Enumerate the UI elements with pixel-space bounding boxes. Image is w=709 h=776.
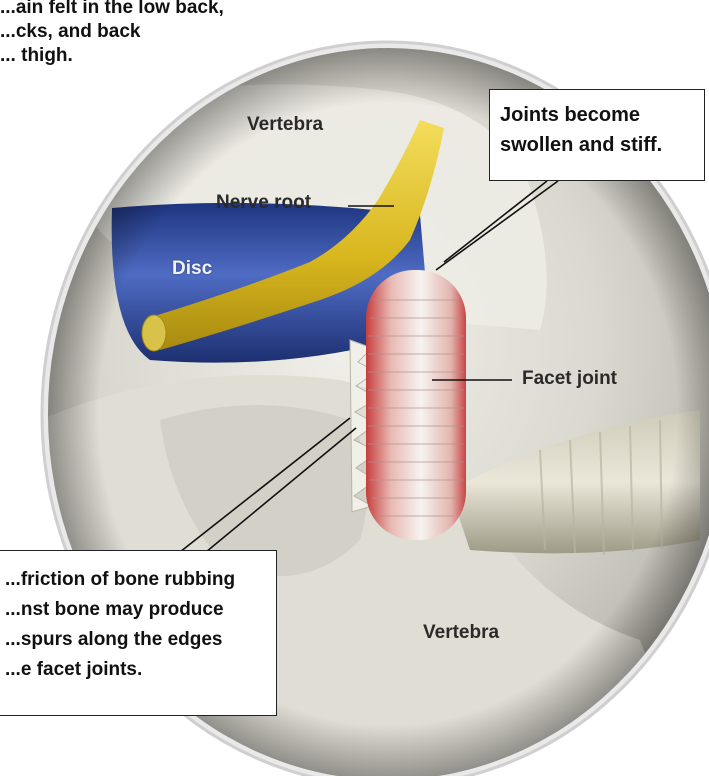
label-facet-joint: Facet joint xyxy=(522,368,617,390)
label-vertebra-bottom: Vertebra xyxy=(423,622,499,644)
header-note: ...ain felt in the low back, ...cks, and… xyxy=(0,0,240,68)
callout-bone-spurs: ...friction of bone rubbing ...nst bone … xyxy=(0,550,277,716)
label-nerve-root: Nerve root xyxy=(216,192,311,214)
label-disc: Disc xyxy=(172,258,212,280)
callout-joints: Joints become swollen and stiff. xyxy=(489,89,705,181)
label-vertebra-top: Vertebra xyxy=(247,114,323,136)
